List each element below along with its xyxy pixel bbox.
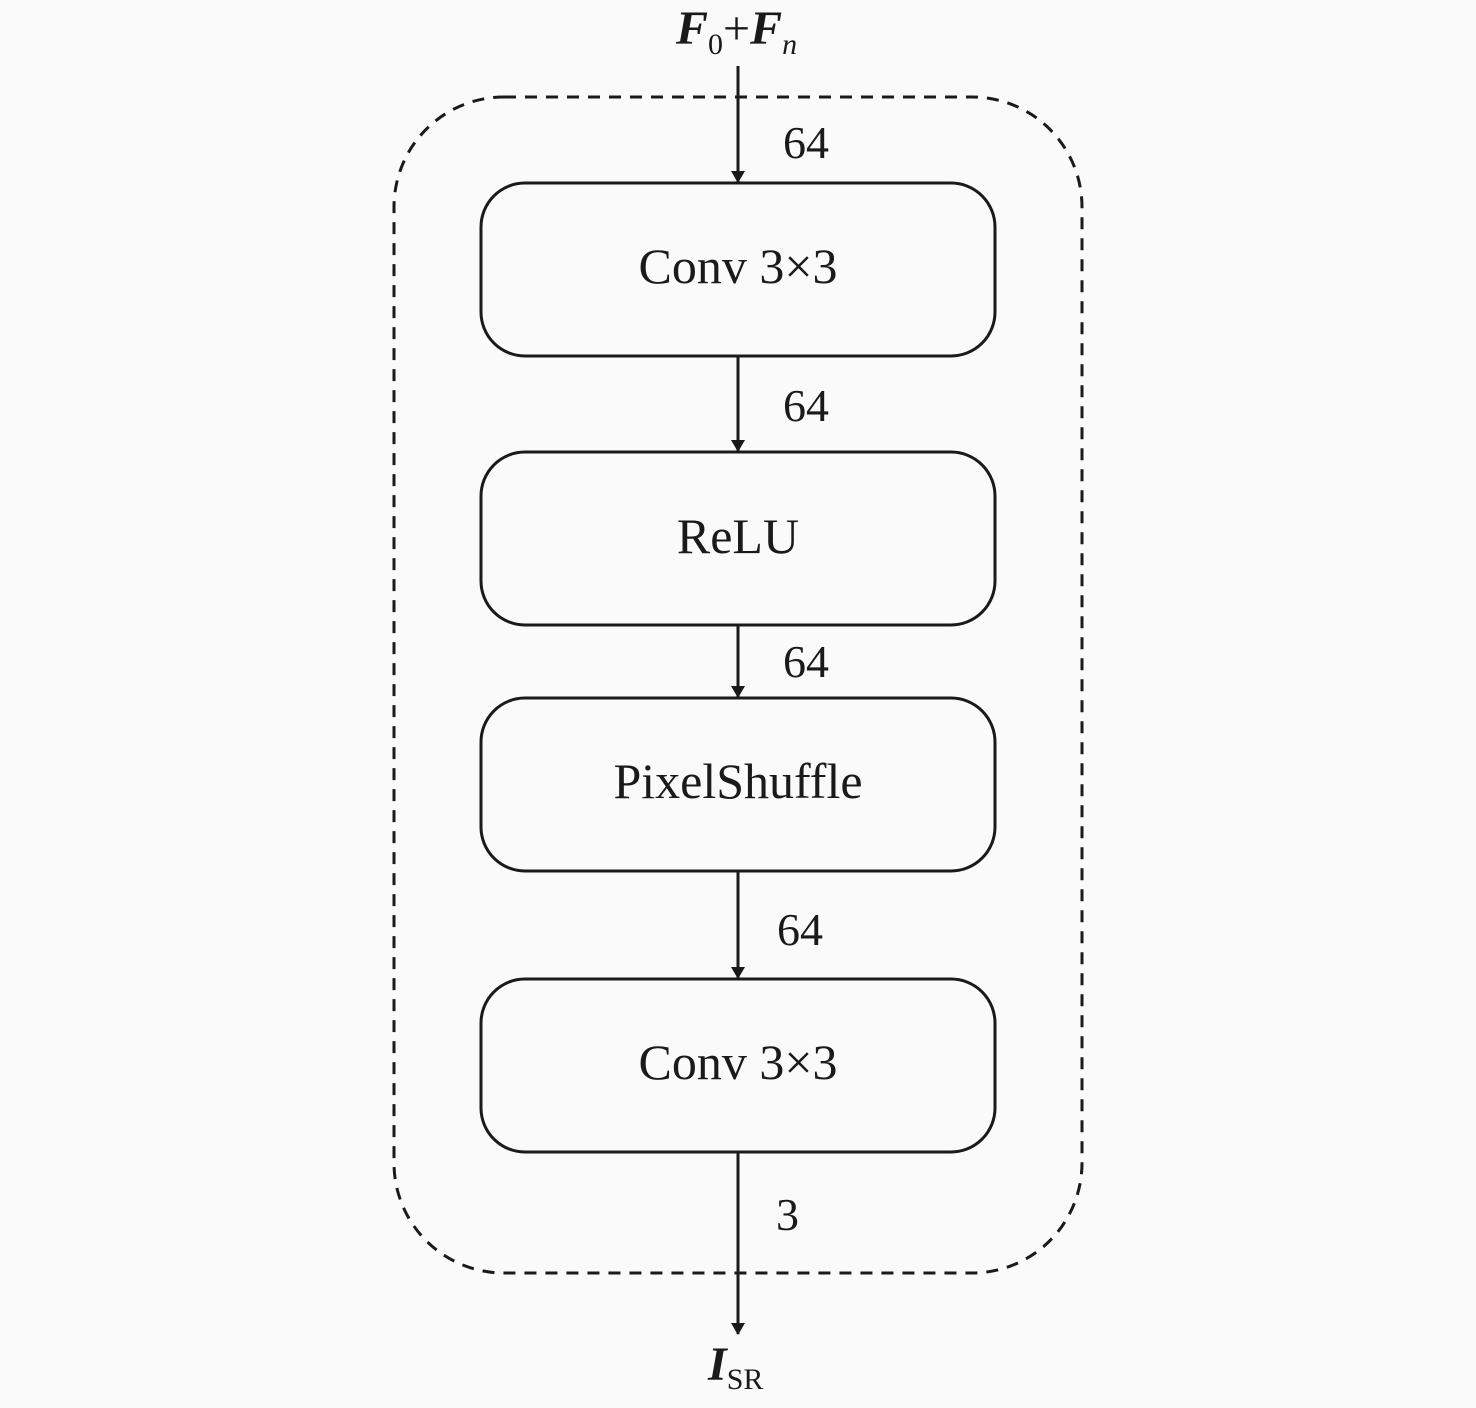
channel-label-5: 3 xyxy=(776,1189,799,1240)
block-conv-2: Conv 3×3 xyxy=(479,977,997,1154)
block-pixelshuffle-box xyxy=(479,696,997,873)
block-pixelshuffle-label: PixelShuffle xyxy=(613,753,862,809)
block-relu: ReLU xyxy=(479,450,997,627)
input-label: F0+Fn xyxy=(675,2,797,61)
input-plus: + xyxy=(723,2,750,55)
channel-label-4: 64 xyxy=(777,904,823,955)
block-conv-1-box xyxy=(479,181,997,358)
channel-label-2: 64 xyxy=(783,380,829,431)
output-label: ISR xyxy=(707,1338,763,1396)
output-base: I xyxy=(707,1338,729,1391)
channel-label-1: 64 xyxy=(783,117,829,168)
block-relu-label: ReLU xyxy=(677,508,799,564)
channel-label-3: 64 xyxy=(783,636,829,687)
block-pixelshuffle: PixelShuffle xyxy=(479,696,997,873)
block-relu-box xyxy=(479,450,997,627)
block-conv-1-label: Conv 3×3 xyxy=(638,238,837,294)
input-fn-sub: n xyxy=(782,28,797,61)
block-conv-1: Conv 3×3 xyxy=(479,181,997,358)
input-f0-base: F xyxy=(675,2,708,55)
block-conv-2-label: Conv 3×3 xyxy=(638,1034,837,1090)
block-conv-2-box xyxy=(479,977,997,1154)
input-f0-sub: 0 xyxy=(708,28,723,61)
output-sub: SR xyxy=(727,1363,764,1396)
input-fn-base: F xyxy=(749,2,782,55)
